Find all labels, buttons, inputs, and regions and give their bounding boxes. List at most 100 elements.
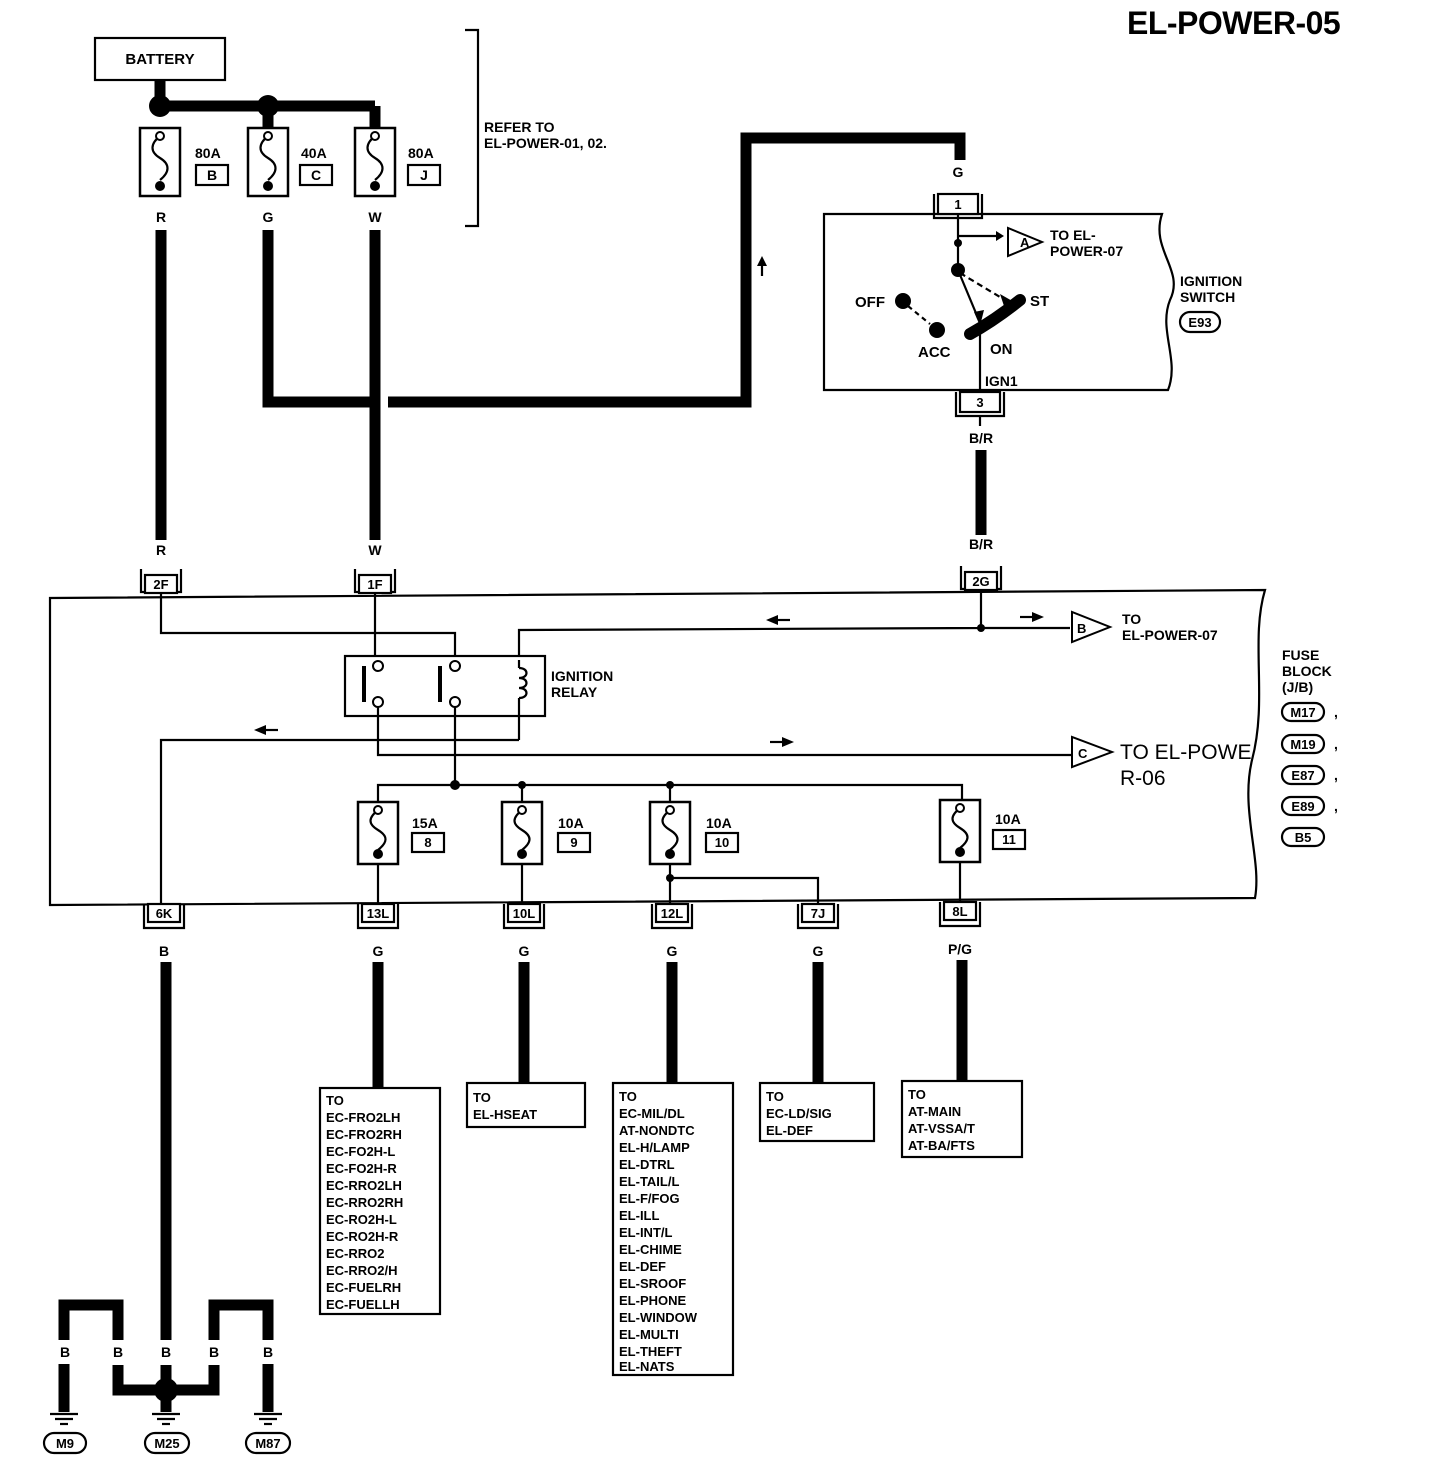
ground-symbol — [254, 1412, 282, 1426]
destination-line: EL-THEFT — [619, 1344, 682, 1359]
destination-line: EC-RRO2RH — [326, 1195, 403, 1210]
top-fuse-80a-j: 80A J W — [353, 126, 442, 225]
destination-line: EL-WINDOW — [619, 1310, 698, 1325]
wire-color-label: B — [159, 943, 169, 959]
connector-id: E93 — [1188, 315, 1211, 330]
ref-text: POWER-07 — [1050, 243, 1123, 259]
destination-line: AT-MAIN — [908, 1104, 961, 1119]
fuse-block: FUSE BLOCK (J/B) M17 , M19 , E87 , E89 ,… — [48, 588, 1338, 907]
fuse-id: B — [207, 167, 217, 183]
connector-id: M17 — [1290, 705, 1315, 720]
ignition-switch: G 1 A TO EL- POWER-07 OFF ACC ON ST IGN1… — [822, 164, 1242, 446]
destination-line: TO — [766, 1089, 784, 1104]
wire-color-label: G — [373, 943, 384, 959]
destination-line: EL-HSEAT — [473, 1107, 537, 1122]
fuse-block-label: FUSE — [1282, 647, 1319, 663]
switch-position-acc: ACC — [918, 344, 951, 361]
connector-ref-c — [1071, 735, 1115, 769]
switch-position-st: ST — [1030, 293, 1049, 310]
ground-network: B B B B B M9 M25 M87 — [42, 1299, 292, 1455]
ground-symbol — [50, 1412, 78, 1426]
output-wires — [160, 960, 968, 1345]
ground-connector-id: M9 — [56, 1436, 74, 1451]
switch-position-off: OFF — [855, 294, 885, 311]
connector-ref-a — [1007, 226, 1045, 258]
fuse-block-connectors: M17 , M19 , E87 , E89 , B5 — [1280, 701, 1338, 848]
destination-line: EC-RRO2 — [326, 1246, 385, 1261]
terminal-id: 13L — [367, 906, 389, 921]
terminal-1f: 1F — [353, 569, 397, 595]
wire-color-label: G — [519, 943, 530, 959]
destination-line: EC-FUELRH — [326, 1280, 401, 1295]
terminal-6k: 6K B — [142, 902, 186, 959]
ground-connector-id: M25 — [154, 1436, 179, 1451]
refer-note-line2: EL-POWER-01, 02. — [484, 135, 607, 151]
wire-color-label: B — [161, 1344, 171, 1360]
terminal-id: 12L — [661, 906, 683, 921]
terminal-id: 1 — [954, 197, 961, 212]
terminal-id: 3 — [976, 395, 983, 410]
destination-line: EL-MULTI — [619, 1327, 679, 1342]
terminal-2g: 2G — [959, 566, 1003, 592]
ref-letter: B — [1077, 621, 1086, 636]
wire-color-label: W — [368, 209, 382, 225]
ref-letter: A — [1020, 235, 1030, 250]
destination-line: EL-SROOF — [619, 1276, 686, 1291]
destination-line: EL-TAIL/L — [619, 1174, 679, 1189]
destination-line: EL-F/FOG — [619, 1191, 680, 1206]
refer-note: REFER TO EL-POWER-01, 02. — [465, 28, 607, 228]
fuse-id: J — [420, 167, 428, 183]
destination-line: TO — [326, 1093, 344, 1108]
destination-line: AT-NONDTC — [619, 1123, 695, 1138]
destination-line: EL-ILL — [619, 1208, 659, 1223]
connector-id: E87 — [1291, 768, 1314, 783]
wire-color-label: B — [60, 1344, 70, 1360]
terminal-12l: 12L G — [650, 902, 694, 959]
terminal-id: 6K — [156, 906, 173, 921]
destination-line: EC-FO2H-R — [326, 1161, 397, 1176]
switch-position-on: ON — [990, 341, 1013, 358]
switch-label: IGNITION — [1180, 273, 1242, 289]
destination-line: EC-LD/SIG — [766, 1106, 832, 1121]
fuse-15a-8: 15A 8 — [356, 800, 446, 905]
ign1-label: IGN1 — [985, 373, 1018, 389]
internal-wiring: B TO EL-POWER-07 IGNITION RELAY C TO EL-… — [159, 590, 1251, 905]
connector-id: B5 — [1295, 830, 1312, 845]
fuse-rating: 10A — [995, 811, 1021, 827]
terminal-7j: 7J G — [796, 902, 840, 959]
switch-label: SWITCH — [1180, 289, 1235, 305]
terminal-id: 7J — [811, 906, 825, 921]
fuse-id: 11 — [1002, 832, 1016, 847]
ref-text: R-06 — [1120, 767, 1166, 790]
fuse-10a-11: 10A 11 — [938, 798, 1027, 903]
terminal-8l: 8L P/G — [938, 900, 982, 957]
destination-box-13l: TO EC-FRO2LH EC-FRO2RH EC-FO2H-L EC-FO2H… — [318, 1086, 442, 1316]
destination-line: EL-INT/L — [619, 1225, 672, 1240]
ground-connector-id: M87 — [255, 1436, 280, 1451]
wire-color-label: G — [953, 164, 964, 180]
destination-box-7j: TO EC-LD/SIG EL-DEF — [758, 1081, 876, 1143]
terminal-id: 10L — [513, 906, 535, 921]
bottom-terminals: 6K B 13L G 10L G 12L G 7J G — [142, 900, 982, 959]
ref-text: TO — [1122, 611, 1141, 627]
fuse-rating: 40A — [301, 145, 327, 161]
wire-color-label: G — [813, 943, 824, 959]
destination-line: EC-FO2H-L — [326, 1144, 395, 1159]
svg-text:,: , — [1334, 767, 1338, 783]
destination-line: EC-FUELLH — [326, 1297, 400, 1312]
destination-line: EL-H/LAMP — [619, 1140, 690, 1155]
terminal-id: 2F — [153, 577, 168, 592]
ref-text: TO EL-POWE — [1120, 741, 1251, 764]
fuse-id: 10 — [715, 835, 729, 850]
fuse-rating: 10A — [706, 815, 732, 831]
battery: BATTERY — [93, 36, 227, 82]
connector-ref-b — [1071, 610, 1113, 644]
svg-text:,: , — [1334, 736, 1338, 752]
wire-color-label: B — [209, 1344, 219, 1360]
destination-line: TO — [619, 1089, 637, 1104]
svg-text:,: , — [1334, 704, 1338, 720]
top-fuse-80a-b: 80A B R — [138, 126, 230, 225]
destination-line: EL-DEF — [619, 1259, 666, 1274]
fuse-block-label: BLOCK — [1282, 663, 1332, 679]
